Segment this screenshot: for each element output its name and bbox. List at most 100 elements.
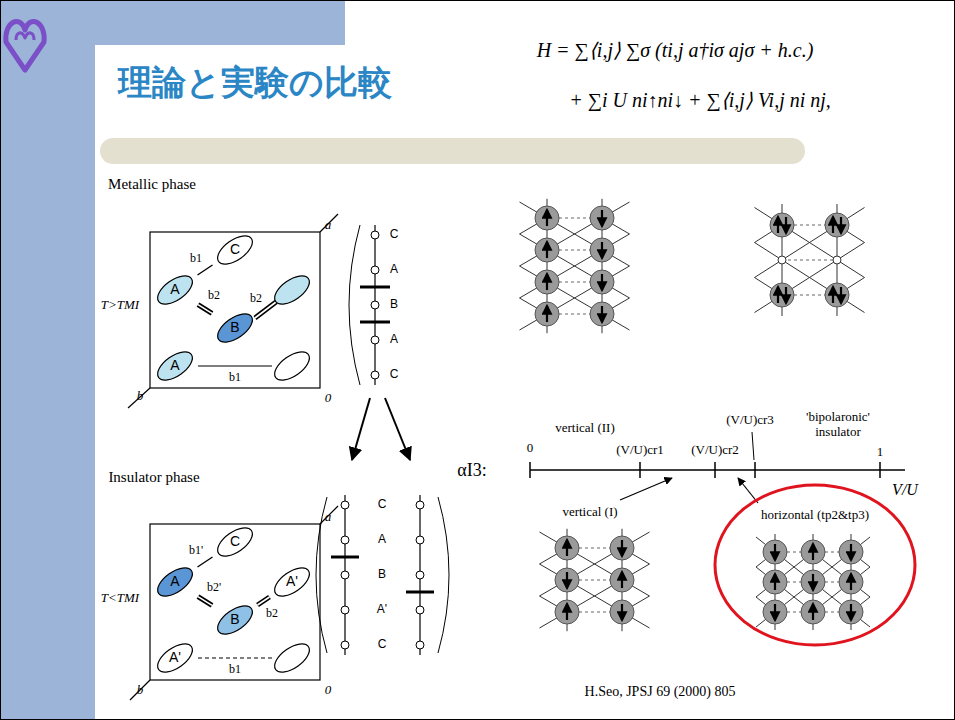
- lattice-figure: [610, 536, 634, 560]
- lattice-figure: [755, 204, 865, 316]
- lattice-figure: [756, 534, 870, 630]
- lattice-figure: [839, 570, 863, 594]
- insulator-unit-cell: [130, 506, 338, 700]
- lattice-figure: [555, 600, 579, 624]
- figure-label: A: [390, 263, 398, 277]
- phase-axis: [639, 462, 641, 478]
- highlight-oval: [715, 485, 915, 645]
- figure-label: T>TMI: [101, 298, 139, 313]
- ellipse-outline: [153, 562, 197, 601]
- bond-line: [198, 305, 212, 314]
- ellipse-outline: [153, 346, 197, 385]
- transition-arrows: [385, 398, 410, 460]
- figure-label: αI3:: [457, 460, 486, 481]
- lattice-figure: [839, 540, 863, 564]
- figure-label: T<TMI: [101, 591, 139, 606]
- lattice-figure: [755, 243, 783, 261]
- insulator-chains: [341, 536, 349, 544]
- figure-label: H.Seo, JPSJ 69 (2000) 805: [585, 684, 736, 700]
- insulator-unit-cell: [270, 638, 314, 677]
- bond-stroke: [198, 557, 213, 567]
- site-letter: B: [230, 612, 239, 627]
- insulator-unit-cell: [150, 524, 320, 680]
- lattice-figure: [782, 260, 837, 261]
- lattice-figure: [812, 604, 814, 620]
- bond-stroke: [198, 265, 213, 275]
- phase-axis: [620, 478, 672, 500]
- lattice-figure: [610, 600, 634, 624]
- lattice-figure: [774, 574, 776, 590]
- figure-label: C: [390, 228, 399, 242]
- lattice-figure: [763, 600, 787, 624]
- insulator-chains: [331, 556, 359, 559]
- figure-label: (V/U)cr1: [616, 443, 664, 458]
- lattice-figure: [535, 302, 559, 326]
- lattice-figure: [812, 574, 814, 590]
- lattice-figure: [770, 213, 794, 237]
- lattice-figure: [601, 210, 603, 226]
- figure-label: Metallic phase: [108, 176, 196, 193]
- bond-label: b1': [188, 544, 204, 557]
- lattice-figure: [621, 540, 623, 556]
- figure-label: a: [325, 218, 332, 233]
- insulator-chains: [416, 501, 424, 509]
- figure-label: b: [137, 683, 144, 698]
- figure-label: H = ∑⟨i,j⟩ ∑σ (ti,j a†iσ ajσ + h.c.): [537, 39, 814, 62]
- lattice-figure: [777, 287, 779, 303]
- lattice-figure: [763, 570, 787, 594]
- lattice-figure: [601, 306, 603, 322]
- transition-arrows: [352, 398, 370, 460]
- site-ellipse: B: [212, 313, 258, 343]
- site-ellipse: C: [212, 527, 258, 557]
- site-ellipse: B: [212, 605, 258, 635]
- bond-inner: [198, 305, 212, 314]
- site-letter: B: [230, 320, 239, 335]
- lattice-figure: [590, 302, 614, 326]
- bond-label: b1: [189, 252, 203, 265]
- lattice-figure: [837, 260, 865, 278]
- site-ellipse: A': [152, 643, 198, 673]
- figure-label: + ∑i U ni↑ni↓ + ∑⟨i,j⟩ Vi,j ni nj,: [569, 89, 831, 112]
- lattice-figure: [813, 534, 814, 630]
- lattice-figure: [566, 572, 568, 588]
- figure-label: C: [390, 368, 399, 382]
- insulator-chains: [406, 591, 434, 594]
- phase-axis: [754, 462, 756, 478]
- slide-frame: [0, 0, 345, 45]
- metal-chain: [371, 266, 379, 274]
- site-ellipse: A: [152, 275, 198, 305]
- bond-line: [198, 597, 212, 606]
- metal-chain: [360, 286, 390, 289]
- figure-label: B: [378, 568, 386, 582]
- slide-title: 理論と実験の比較: [118, 60, 392, 106]
- lattice-figure: [601, 242, 603, 258]
- figure-label: 'bipolaronic' insulator: [788, 410, 888, 440]
- lattice-figure: [801, 570, 825, 594]
- lattice-figure: [546, 242, 548, 258]
- figure-label: A': [377, 603, 387, 617]
- lattice-figure: [535, 270, 559, 294]
- figure-label: (V/U)cr2: [691, 443, 739, 458]
- lattice-figure: [621, 604, 623, 620]
- lattice-figure: [602, 199, 603, 333]
- bond-line: [198, 265, 213, 275]
- site-letter: C: [230, 242, 240, 257]
- metal-chain: [349, 225, 390, 385]
- figure-label: C: [378, 638, 387, 652]
- figure-label: b: [137, 389, 144, 404]
- lattice-figure: [840, 217, 842, 233]
- lattice-figure: [775, 534, 776, 630]
- metal-chain: [371, 336, 379, 344]
- lattice-figure: [535, 238, 559, 262]
- lattice-figure: [546, 210, 548, 226]
- metal-unit-cell: [128, 214, 338, 408]
- ellipse-outline: [213, 600, 257, 639]
- logo: [16, 33, 34, 40]
- logo: [6, 21, 44, 70]
- metal-unit-cell: [270, 270, 314, 309]
- figure-label: a: [325, 510, 332, 525]
- phase-axis: [530, 469, 905, 471]
- lattice-figure: [590, 206, 614, 230]
